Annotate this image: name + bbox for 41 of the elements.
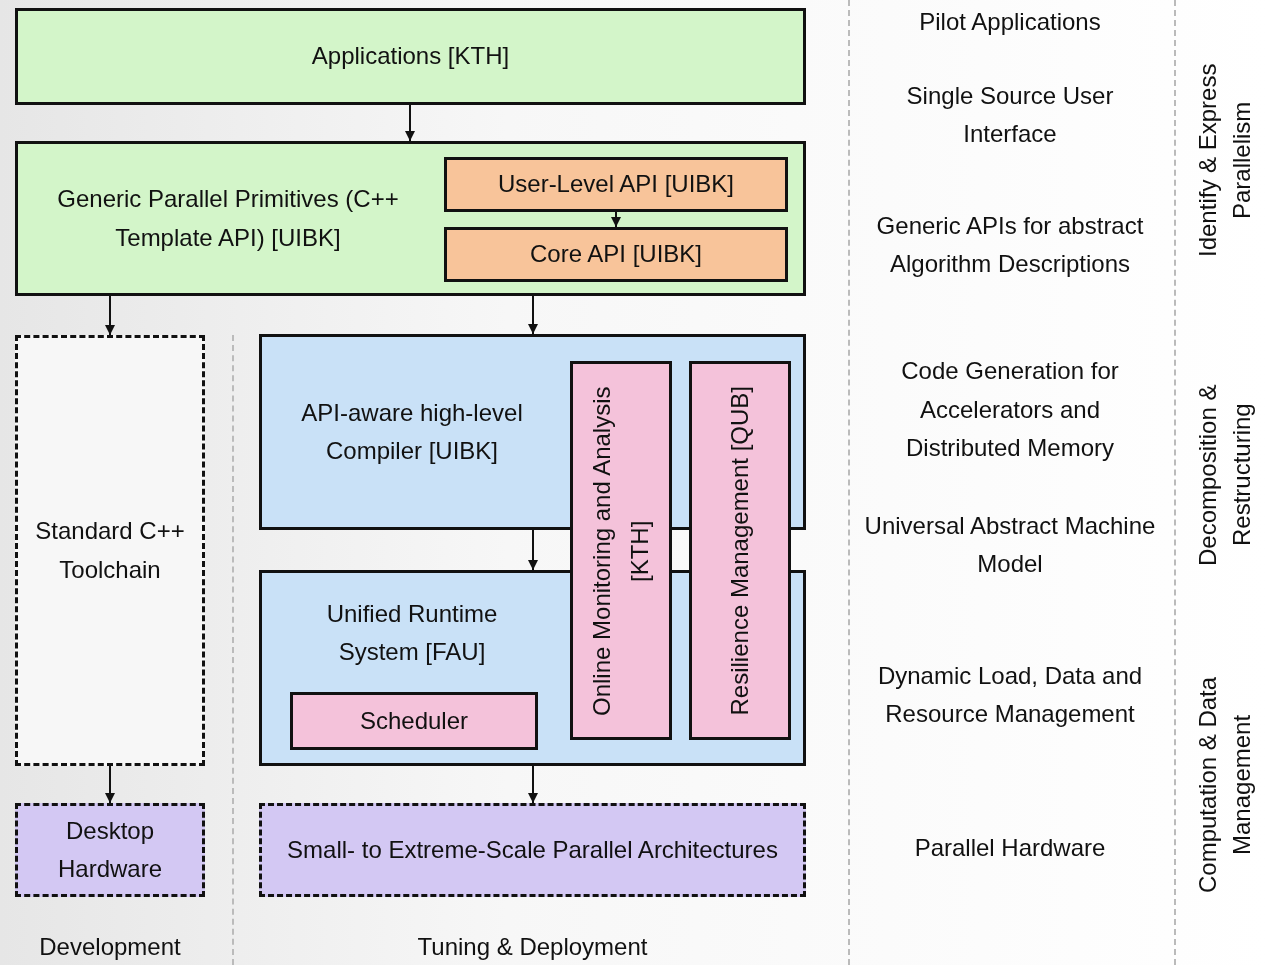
node-label: Small- to Extreme-Scale Parallel Architectures xyxy=(286,834,779,865)
layer-description: Dynamic Load, Data and Resource Management xyxy=(876,660,1144,729)
node-label: Resilience Management [QUB] xyxy=(724,385,754,716)
node-label: Standard C++ Toolchain xyxy=(34,516,186,585)
hardware-box xyxy=(15,803,205,897)
layer-description: Universal Abstract Machine Model xyxy=(863,510,1157,579)
node-label: Generic Parallel Primitives (C++ Template API) [UIBK] xyxy=(56,184,400,253)
hardware-box xyxy=(259,803,806,897)
monitoring-box xyxy=(570,361,672,740)
layer-description: Parallel Hardware xyxy=(914,832,1106,863)
node-label: Desktop Hardware xyxy=(56,815,163,884)
node-label: Unified Runtime System [FAU] xyxy=(325,598,499,667)
layer-description: Code Generation for Accelerators and Distributed Memory xyxy=(900,356,1120,464)
phase-label: Computation & Data Management xyxy=(1193,675,1256,896)
toolchain-box xyxy=(15,335,205,766)
scheduler-box xyxy=(290,692,538,750)
arrow xyxy=(528,295,538,335)
phase-label: Identify & Express Parallelism xyxy=(1193,62,1256,259)
layer-box xyxy=(15,141,806,296)
arrow xyxy=(528,765,538,804)
arrow xyxy=(105,765,115,804)
column-label: Tuning & Deployment xyxy=(417,932,648,963)
node-label: Applications [KTH] xyxy=(310,41,511,72)
node-label: Core API [UIBK] xyxy=(528,239,704,270)
api-box xyxy=(444,227,788,282)
node-label: User-Level API [UIBK] xyxy=(496,169,736,200)
column-label: Development xyxy=(39,932,181,963)
column-heading: Pilot Applications xyxy=(919,6,1101,37)
arrow xyxy=(611,211,621,228)
node-label: API-aware high-level Compiler [UIBK] xyxy=(300,397,524,466)
node-label: Online Monitoring and Analysis [KTH] xyxy=(586,384,654,718)
layer-description: Generic APIs for abstract Algorithm Descriptions xyxy=(875,210,1145,279)
arrow xyxy=(405,104,415,142)
node-label: Scheduler xyxy=(358,705,470,736)
layer-box xyxy=(15,8,806,105)
arrow xyxy=(105,295,115,336)
layer-description: Single Source User Interface xyxy=(905,80,1115,149)
api-box xyxy=(444,157,788,212)
phase-label: Decomposition & Restructuring xyxy=(1193,383,1256,568)
resilience-box xyxy=(689,361,791,740)
arrow xyxy=(528,529,538,571)
